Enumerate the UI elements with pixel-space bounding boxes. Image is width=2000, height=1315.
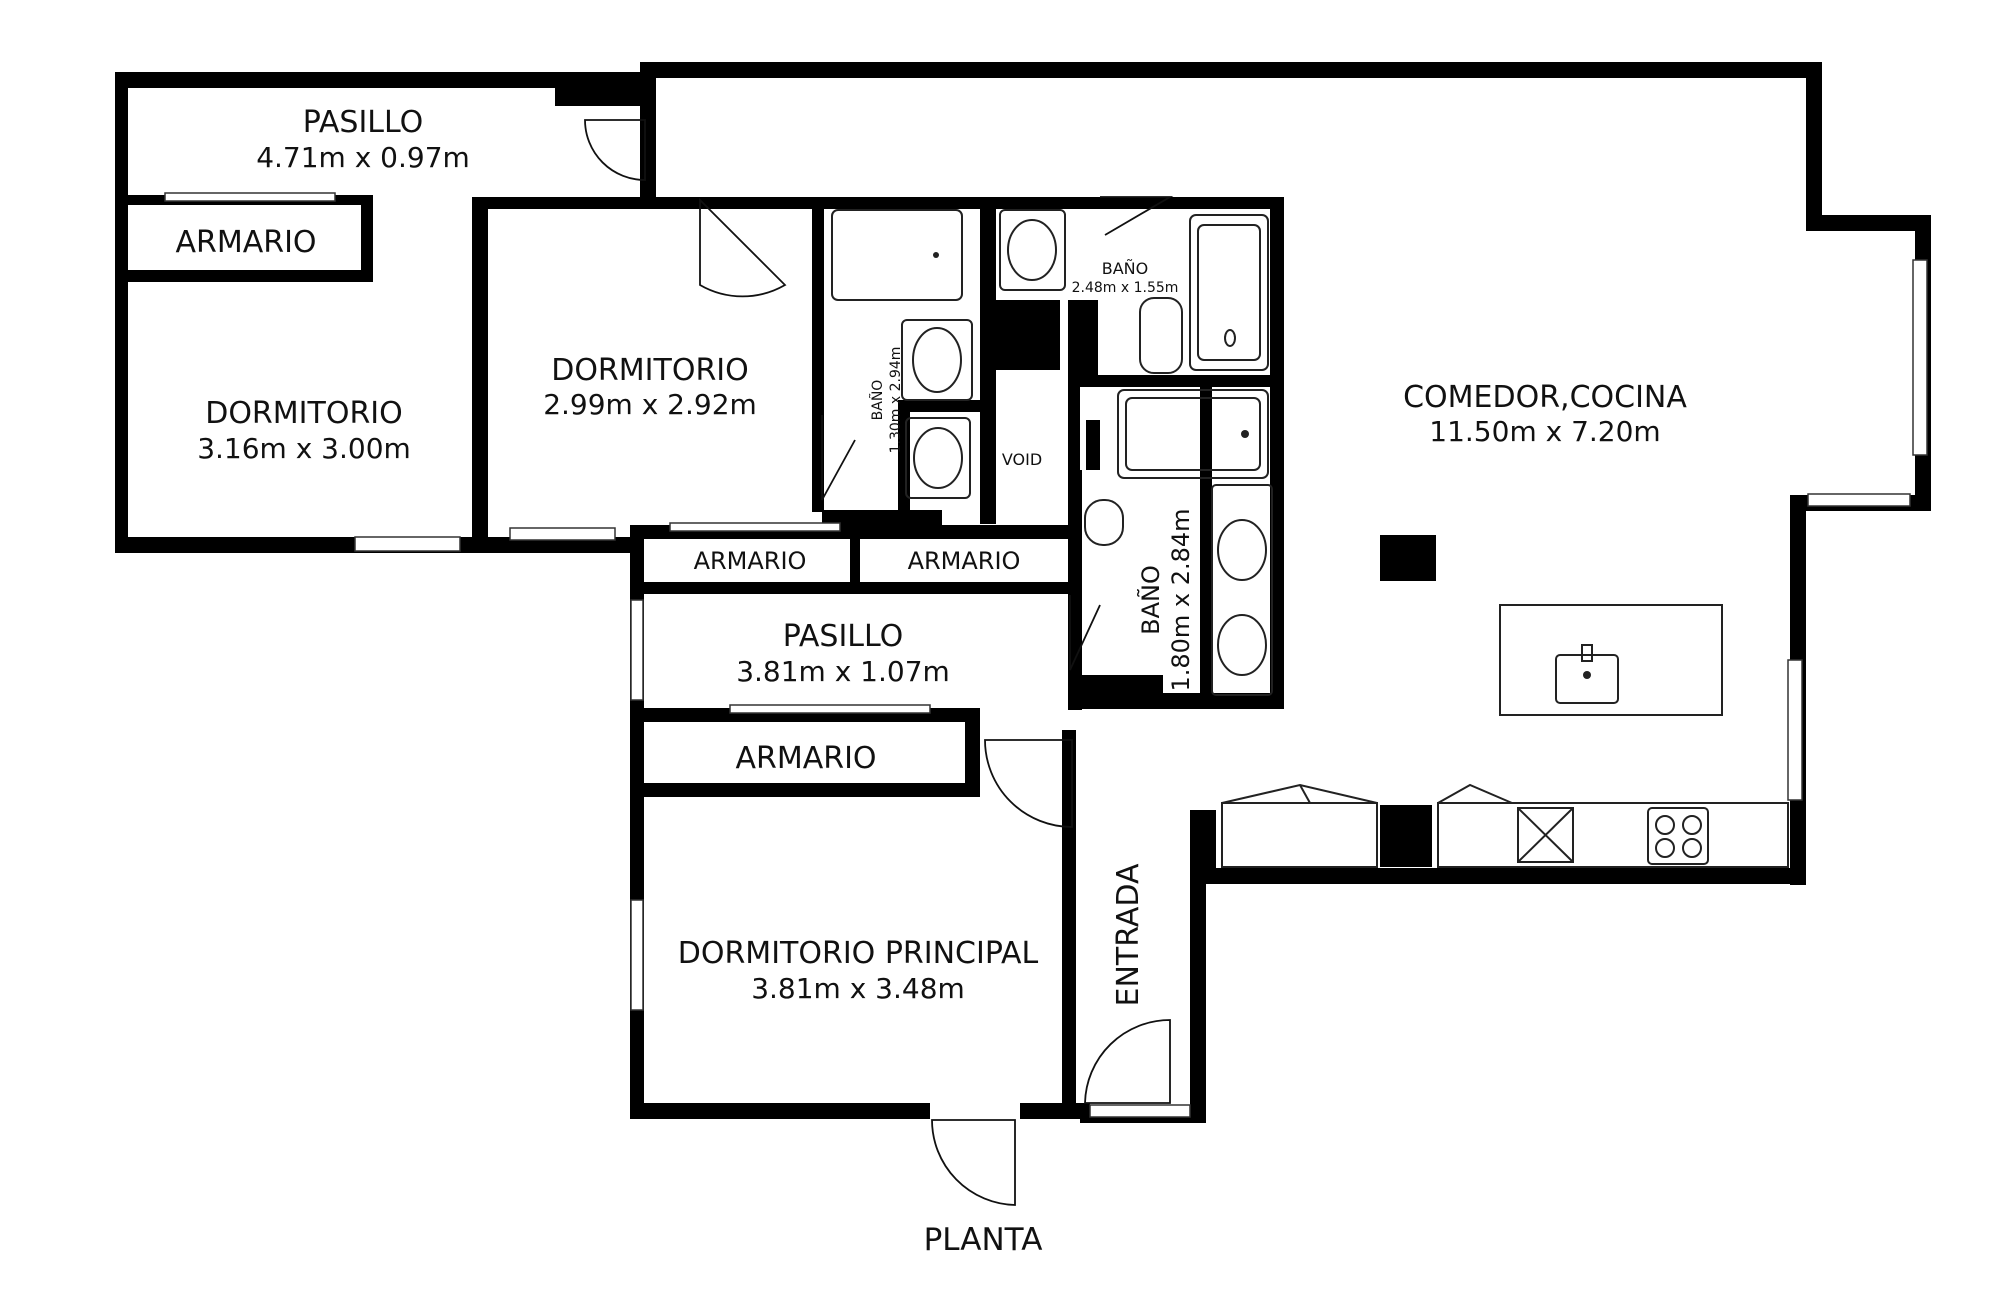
room-armario-b-name: ARMARIO [908,547,1021,575]
room-armario-a-name: ARMARIO [694,547,807,575]
room-armario-top-name: ARMARIO [175,225,316,260]
doors [584,119,1174,1206]
plan-caption: PLANTA [924,1222,1043,1258]
room-dormitorio-left-name: DORMITORIO [205,396,403,431]
room-labels: PASILLO 4.71m x 0.97m ARMARIO DORMITORIO… [175,105,1687,1006]
room-bano-small-dims: 1.30m x 2.94m [888,347,904,454]
windows [164,192,1928,1118]
room-dormitorio-mid-name: DORMITORIO [551,353,749,388]
room-dormitorio-principal-dims: 3.81m x 3.48m [751,972,965,1005]
room-pasillo-mid-dims: 3.81m x 1.07m [736,655,950,688]
room-dormitorio-left-dims: 3.16m x 3.00m [197,432,411,465]
room-comedor-cocina-dims: 11.50m x 7.20m [1429,415,1660,448]
room-dormitorio-principal-name: DORMITORIO PRINCIPAL [678,936,1039,971]
room-pasillo-mid-name: PASILLO [783,619,904,654]
room-bano-top-name: BAÑO [1102,259,1148,278]
room-dormitorio-mid-dims: 2.99m x 2.92m [543,388,757,421]
room-bano-top-dims: 2.48m x 1.55m [1072,280,1179,296]
room-bano-small-name: BAÑO [869,380,886,421]
room-entrada-name: ENTRADA [1111,863,1146,1006]
room-void-name: VOID [1002,450,1042,469]
room-bano-right-dims: 1.80m x 2.84m [1167,508,1195,691]
room-armario-c-name: ARMARIO [735,741,876,776]
fixtures [831,209,1789,868]
room-comedor-cocina-name: COMEDOR,COCINA [1403,380,1687,415]
room-bano-right-name: BAÑO [1135,565,1165,635]
room-pasillo-top-dims: 4.71m x 0.97m [256,141,470,174]
room-pasillo-top-name: PASILLO [303,105,424,140]
